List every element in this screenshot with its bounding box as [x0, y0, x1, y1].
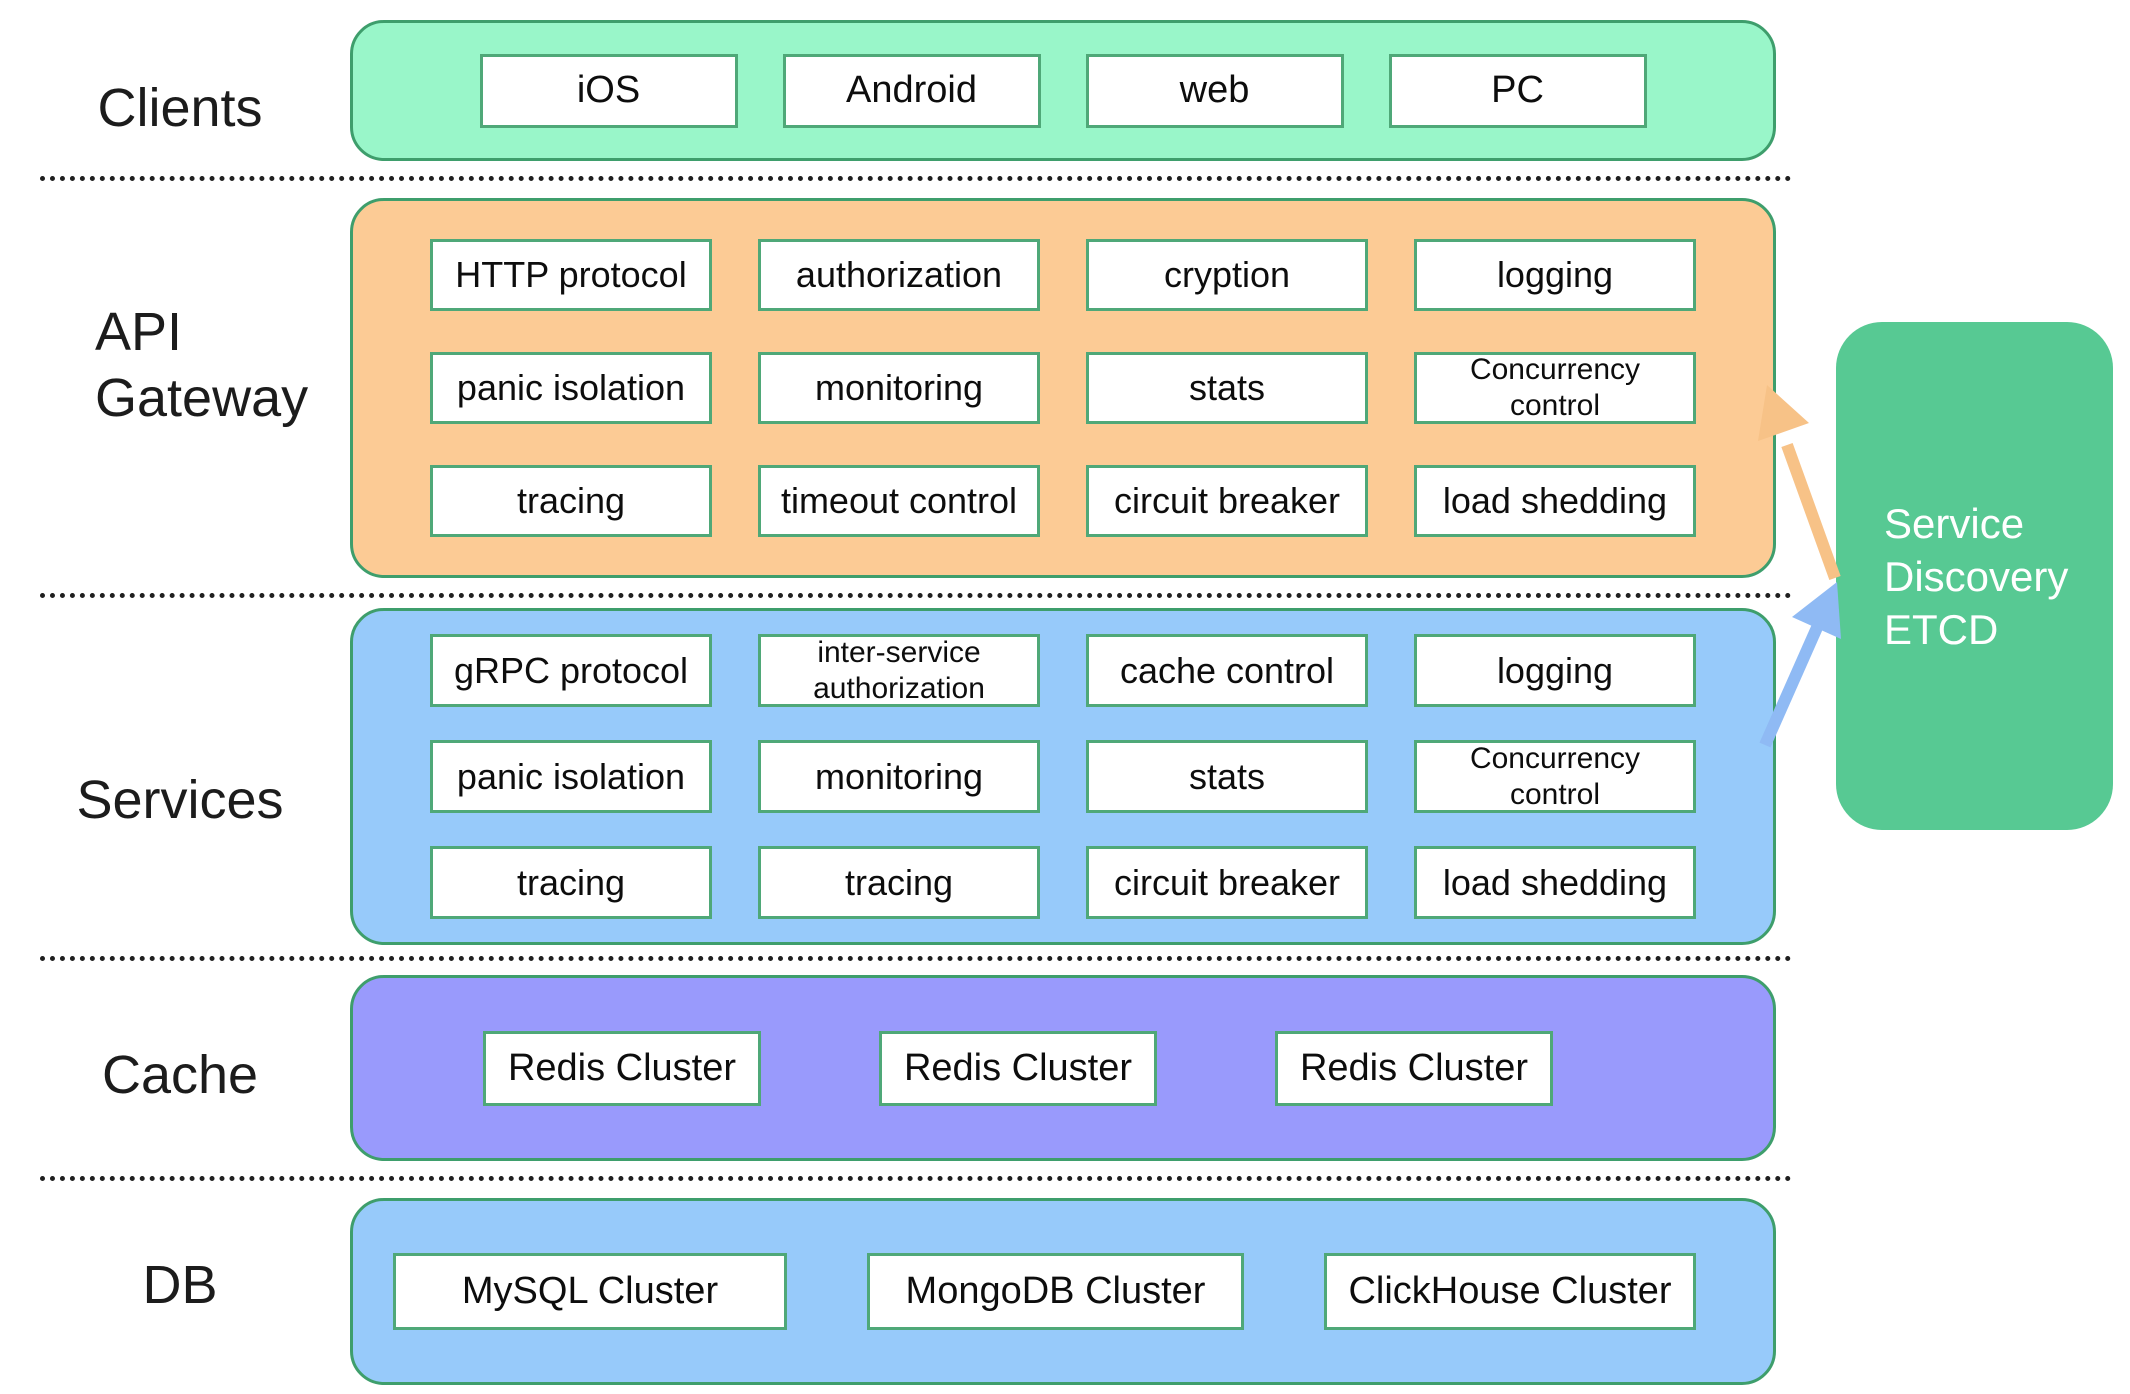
service-cell-circuit-breaker: circuit breaker [1086, 846, 1368, 919]
service-cell-stats: stats [1086, 740, 1368, 813]
service-cell-logging: logging [1414, 634, 1696, 707]
cache-cell-redis-1: Redis Cluster [483, 1030, 761, 1106]
service-cell-tracing-1: tracing [430, 846, 712, 919]
gateway-cell-concurrency-control: Concurrency control [1414, 352, 1696, 424]
gateway-cell-http-protocol: HTTP protocol [430, 239, 712, 311]
layer-label-api-gateway: API Gateway [95, 299, 308, 431]
api-gateway-label-line2: Gateway [95, 368, 309, 428]
arrow-services-to-etcd [1759, 582, 1841, 748]
layer-label-clients: Clients [97, 78, 263, 138]
services-cells: gRPC protocol inter-service authorizatio… [353, 611, 1773, 942]
gateway-cell-authorization: authorization [758, 239, 1040, 311]
gateway-cell-load-shedding: load shedding [1414, 465, 1696, 537]
db-cell-mongodb: MongoDB Cluster [867, 1253, 1244, 1330]
separator-cache-db [40, 1176, 1792, 1181]
service-cell-load-shedding: load shedding [1414, 846, 1696, 919]
api-gateway-band: HTTP protocol authorization cryption log… [350, 198, 1776, 578]
gateway-cell-tracing: tracing [430, 465, 712, 537]
client-box-ios: iOS [479, 53, 738, 128]
gateway-cell-cryption: cryption [1086, 239, 1368, 311]
etcd-box: Service Discovery ETCD [1836, 322, 2113, 830]
cache-band: Redis Cluster Redis Cluster Redis Cluste… [350, 975, 1776, 1161]
separator-gateway-services [40, 593, 1792, 598]
etcd-label-line2: Discovery [1884, 552, 2069, 600]
gateway-cell-panic-isolation: panic isolation [430, 352, 712, 424]
client-box-android: Android [782, 53, 1041, 128]
db-cell-clickhouse: ClickHouse Cluster [1324, 1253, 1696, 1330]
cache-cell-redis-2: Redis Cluster [879, 1030, 1157, 1106]
client-box-web: web [1085, 53, 1344, 128]
layer-label-db: DB [142, 1255, 218, 1315]
cache-cell-redis-3: Redis Cluster [1275, 1030, 1553, 1106]
service-cell-monitoring: monitoring [758, 740, 1040, 813]
gateway-cell-circuit-breaker: circuit breaker [1086, 465, 1368, 537]
etcd-label-line3: ETCD [1884, 605, 1999, 653]
api-gateway-label-line1: API [95, 302, 183, 362]
services-band: gRPC protocol inter-service authorizatio… [350, 608, 1776, 945]
service-cell-concurrency-control: Concurrency control [1414, 740, 1696, 813]
service-cell-panic-isolation: panic isolation [430, 740, 712, 813]
gateway-cell-logging: logging [1414, 239, 1696, 311]
layer-label-cache: Cache [101, 1045, 259, 1105]
etcd-label-line1: Service [1884, 499, 2025, 547]
gateway-cell-stats: stats [1086, 352, 1368, 424]
layer-label-services: Services [76, 770, 284, 830]
service-cell-tracing-2: tracing [758, 846, 1040, 919]
separator-clients-gateway [40, 176, 1792, 181]
service-cell-cache-control: cache control [1086, 634, 1368, 707]
client-box-pc: PC [1388, 53, 1647, 128]
gateway-cell-monitoring: monitoring [758, 352, 1040, 424]
service-cell-grpc-protocol: gRPC protocol [430, 634, 712, 707]
separator-services-cache [40, 956, 1792, 961]
gateway-cell-timeout-control: timeout control [758, 465, 1040, 537]
db-cell-mysql: MySQL Cluster [393, 1253, 787, 1330]
db-band: MySQL Cluster MongoDB Cluster ClickHouse… [350, 1198, 1776, 1385]
api-gateway-cells: HTTP protocol authorization cryption log… [353, 201, 1773, 575]
clients-band: iOS Android web PC [350, 20, 1776, 161]
service-cell-inter-service-authorization: inter-service authorization [758, 634, 1040, 707]
